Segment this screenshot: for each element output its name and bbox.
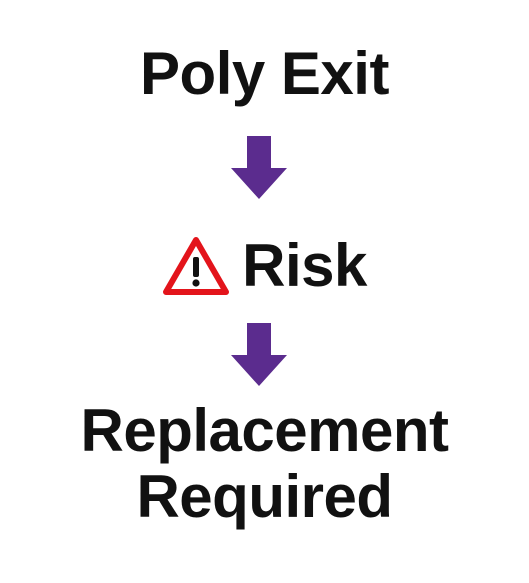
warning-triangle-icon (163, 237, 230, 295)
step-risk-label: Risk (242, 232, 367, 299)
step-replacement-line-2: Required (136, 463, 393, 530)
step-poly-exit: Poly Exit (140, 40, 389, 107)
down-arrow-icon (231, 136, 287, 199)
down-arrow-icon (231, 323, 287, 386)
step-replacement-line-1: Replacement (80, 397, 449, 464)
step-replacement-required: Replacement Required (0, 398, 529, 530)
step-risk: Risk (0, 232, 529, 300)
